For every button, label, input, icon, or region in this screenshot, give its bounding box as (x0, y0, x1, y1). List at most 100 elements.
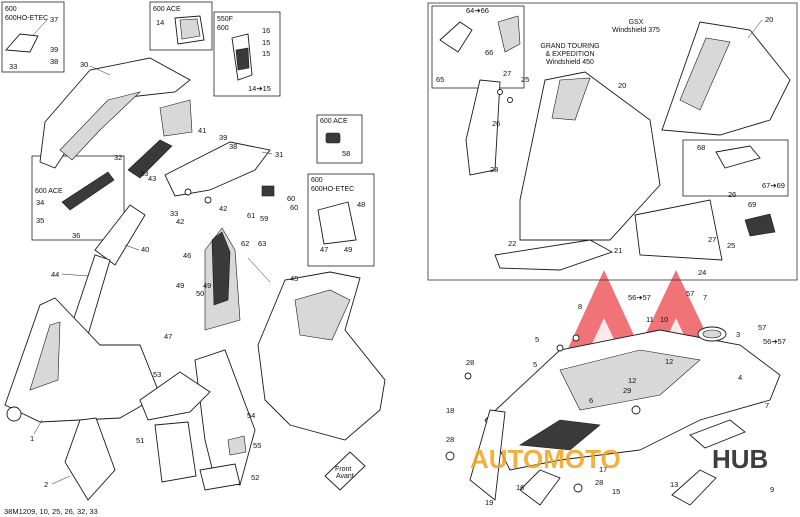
lower-nose-panel-1: 1 (4, 297, 161, 443)
part-number-label: 33 (140, 169, 148, 178)
part-number-label: 65 (436, 75, 444, 84)
part-number-label: 25 (727, 241, 735, 250)
part-number-label: 28 (466, 358, 474, 367)
box-600-ace-top: 600 ACE 14 (149, 1, 213, 51)
part-number-label: 35 (36, 216, 44, 225)
small-panel-55: 55 (227, 435, 261, 456)
part-number-label: 66 (485, 48, 493, 57)
part-number-label: 55 (253, 441, 261, 450)
model-label: GSX (629, 19, 644, 26)
part-number-label: 61 (247, 211, 255, 220)
mirror-box-64-66: 64➔66 65 66 (431, 5, 525, 89)
part-number-label: 21 (614, 246, 622, 255)
part-number-label: 43 (148, 174, 156, 183)
box-600-600ho-etec-48: 600 600HO-ETEC 48 47 49 (307, 173, 375, 267)
model-label: 600 ACE (320, 118, 348, 125)
part-number-label: 36 (72, 231, 80, 240)
part-number-label: 57 (758, 323, 766, 332)
part-number-label: 8 (578, 302, 582, 311)
part-number-label: 15 (612, 487, 620, 496)
watermark-brand: AUTOMOTO HUB (470, 444, 768, 474)
part-number-label: 47 (320, 245, 328, 254)
model-label: Windshield 375 (612, 27, 660, 34)
box-600-ace-left: 600 ACE 34 35 36 (31, 155, 125, 241)
model-label: 600HO-ETEC (311, 186, 354, 193)
part-number-label: 31 (275, 150, 283, 159)
part-number-label: 40 (141, 245, 149, 254)
gsx-label: GSX Windshield 375 (612, 19, 660, 34)
part-number-label: 67➔69 (762, 181, 785, 190)
part-number-label: 1 (30, 434, 34, 443)
lower-panel-2: 2 (44, 417, 116, 501)
part-number-label: 6 (589, 396, 593, 405)
part-number-label: 13 (670, 480, 678, 489)
part-number-label: 57 (686, 289, 694, 298)
part-number-label: 5 (533, 360, 537, 369)
part-number-label: 47 (164, 332, 172, 341)
bracket-59: 61 59 60 60 (247, 185, 298, 223)
lower-side-parts (469, 409, 746, 506)
part-number-label: 59 (260, 214, 268, 223)
footer-code: 38M1209, 10, 25, 26, 32, 33 (4, 507, 98, 516)
part-number-label: 26 (728, 190, 736, 199)
part-number-label: 19 (485, 498, 493, 507)
part-number-label: 15 (262, 49, 270, 58)
part-number-label: 28 (595, 478, 603, 487)
part-number-label: 5 (535, 335, 539, 344)
part-number-label: 3 (736, 330, 740, 339)
part-number-label: 53 (153, 370, 161, 379)
part-number-label: 44 (51, 270, 59, 279)
part-number-label: 56➔57 (763, 337, 786, 346)
part-number-label: 12 (628, 376, 636, 385)
part-number-label: 62 (241, 239, 249, 248)
part-number-label: 46 (183, 251, 191, 260)
part-number-label: 51 (136, 436, 144, 445)
part-number-label: 39 (219, 133, 227, 142)
part-number-label: 20 (618, 81, 626, 90)
center-panel-45: 45 (257, 271, 386, 441)
windshield-section-frame (427, 2, 798, 281)
model-label: Front (335, 466, 351, 473)
part-number-label: 17 (599, 465, 607, 474)
part-number-label: 33 (170, 209, 178, 218)
part-number-label: 28 (446, 435, 454, 444)
part-number-label: 14➔15 (248, 84, 271, 93)
front-direction-arrow: Front Avant (324, 451, 366, 491)
part-number-label: 39 (50, 45, 58, 54)
part-number-label: 49 (203, 281, 211, 290)
part-number-label: 33 (9, 62, 17, 71)
side-deflector-23: 23 (465, 79, 501, 176)
part-number-label: 41 (198, 126, 206, 135)
mirror-box-67-69: 68 67➔69 69 (682, 139, 789, 237)
body-fasteners (445, 334, 641, 493)
part-number-label: 24 (698, 268, 706, 277)
part-number-label: 22 (508, 239, 516, 248)
part-number-label: 50 (196, 289, 204, 298)
part-number-label: 27 (708, 235, 716, 244)
side-deflector-24: 24 26 27 25 (634, 190, 736, 277)
upper-nose-panel: 30 (39, 57, 191, 169)
part-number-label: 45 (290, 274, 298, 283)
deflector-21: 21 (494, 239, 622, 271)
part-number-label: 63 (258, 239, 266, 248)
windshield-gsx-20: 20 (661, 15, 791, 136)
part-number-label: 37 (50, 15, 58, 24)
part-number-label: 49 (344, 245, 352, 254)
grand-touring-label: GRAND TOURING & EXPEDITION Windshield 45… (540, 43, 599, 66)
model-label: Windshield 450 (546, 59, 594, 66)
part-number-label: 69 (748, 200, 756, 209)
part-number-label: 12 (665, 357, 673, 366)
part-number-label: 52 (251, 473, 259, 482)
windshield-grand-20: 20 (519, 71, 661, 241)
part-number-label: 68 (697, 143, 705, 152)
watermark-brand-part2: HUB (712, 444, 768, 474)
lower-panel-51: 51 (136, 421, 197, 483)
part-number-label: 32 (114, 153, 122, 162)
part-number-label: 9 (770, 485, 774, 494)
part-number-label: 42 (176, 217, 184, 226)
part-number-label: 25 (521, 75, 529, 84)
main-hood-body (484, 329, 781, 471)
vent-panel: 32 43 33 (114, 139, 173, 183)
part-number-label: 49 (176, 281, 184, 290)
